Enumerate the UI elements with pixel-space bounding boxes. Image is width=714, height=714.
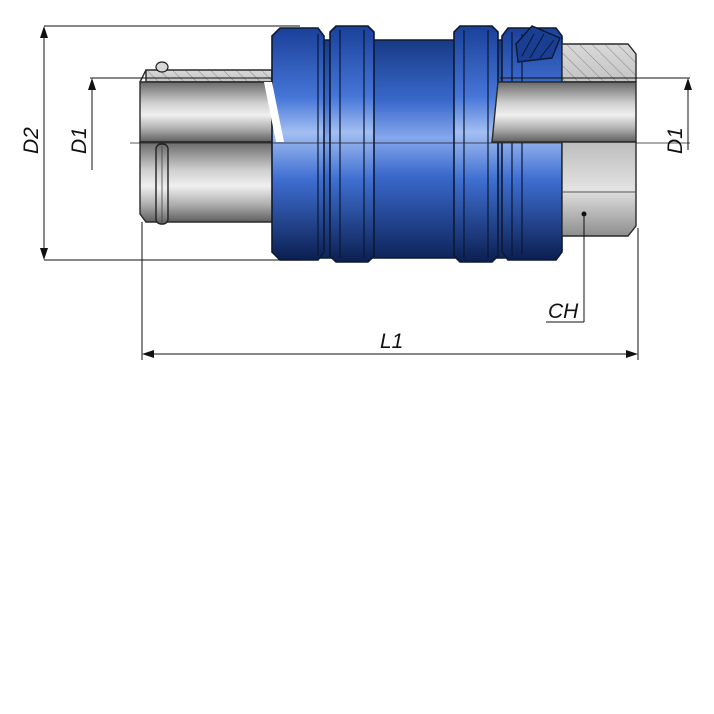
dim-label-ch: CH bbox=[548, 300, 579, 323]
collar-ring-2 bbox=[329, 25, 375, 263]
dim-label-d1-right: D1 bbox=[664, 127, 687, 154]
detent-ball bbox=[155, 61, 169, 73]
hex-lower bbox=[561, 141, 637, 237]
dim-label-l1: L1 bbox=[380, 330, 403, 353]
collar-ring-3 bbox=[453, 25, 499, 263]
dim-label-d1-left: D1 bbox=[68, 127, 91, 154]
left-nipple bbox=[139, 61, 285, 225]
hex-bore bbox=[491, 81, 637, 143]
left-nipple-lower bbox=[139, 141, 277, 223]
left-nipple-bore bbox=[139, 81, 285, 143]
right-collar bbox=[501, 27, 563, 261]
body-cut-left bbox=[264, 82, 284, 142]
left-collar bbox=[271, 27, 325, 261]
dim-label-d2: D2 bbox=[20, 127, 43, 154]
hex-adapter bbox=[491, 43, 637, 237]
dimensions: D2 D1 D1 CH L1 bbox=[20, 25, 692, 360]
